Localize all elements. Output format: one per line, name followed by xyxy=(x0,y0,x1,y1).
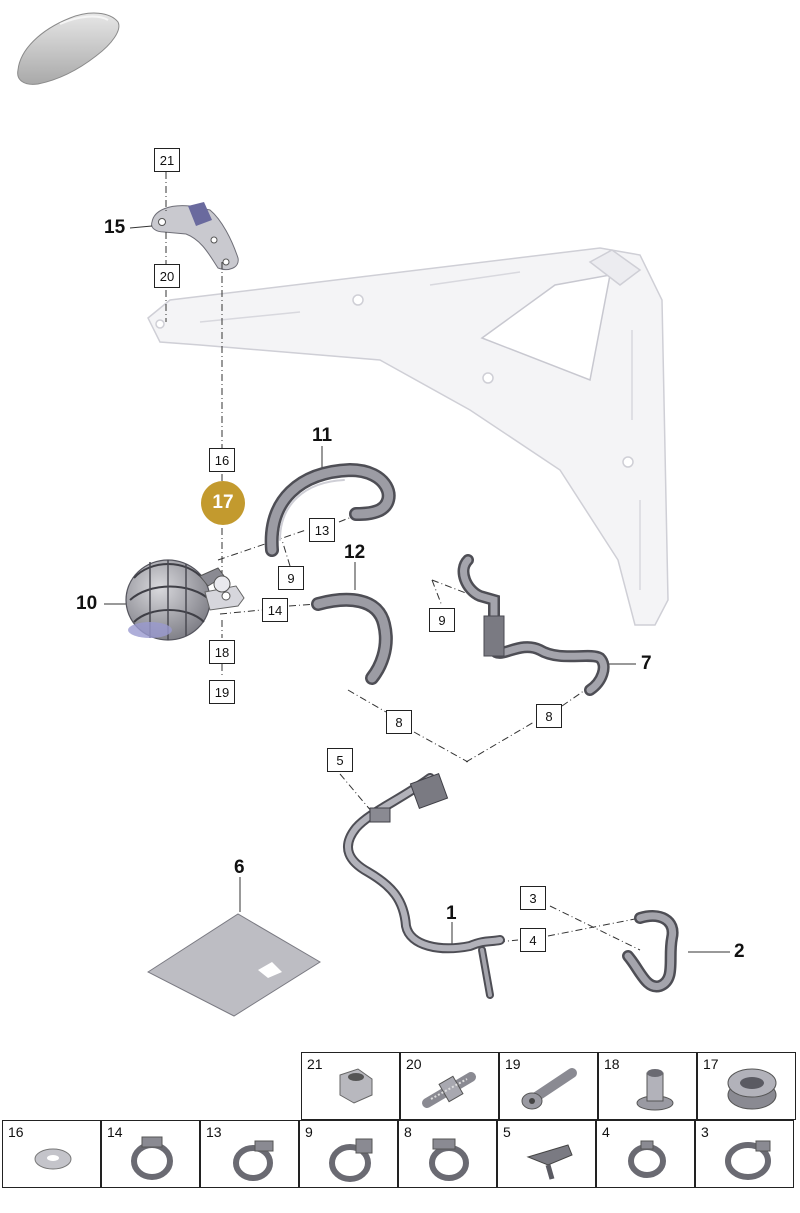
legend-cell-18[interactable]: 18 xyxy=(598,1052,697,1120)
hose-connector-icon xyxy=(526,1144,573,1180)
label-7: 7 xyxy=(641,653,652,674)
callout-9a: 9 xyxy=(278,566,304,590)
hose-11 xyxy=(264,462,396,557)
legend-number: 16 xyxy=(8,1124,24,1140)
hex-nut-icon xyxy=(339,1068,373,1104)
insulation-pad-6 xyxy=(146,913,321,1017)
label-leaders xyxy=(104,225,730,953)
legend-cell-20[interactable]: 20 xyxy=(400,1052,499,1120)
hose-2 xyxy=(622,910,679,993)
callout-16: 16 xyxy=(209,448,235,472)
label-12: 12 xyxy=(344,542,366,563)
legend-cell-14[interactable]: 14 xyxy=(101,1120,200,1188)
legend-cell-16[interactable]: 16 xyxy=(2,1120,101,1188)
legend-number: 17 xyxy=(703,1056,719,1072)
hose-clamp-icon xyxy=(725,1140,771,1180)
legend-cell-8[interactable]: 8 xyxy=(398,1120,497,1188)
label-6: 6 xyxy=(234,857,245,878)
hose-clamp-icon xyxy=(329,1138,373,1182)
label-1: 1 xyxy=(446,903,457,924)
legend-number: 5 xyxy=(503,1124,511,1140)
legend-cell-17[interactable]: 17 xyxy=(697,1052,796,1120)
legend-number: 3 xyxy=(701,1124,709,1140)
hose-clamp-icon xyxy=(233,1140,274,1181)
legend-cell-13[interactable]: 13 xyxy=(200,1120,299,1188)
label-2: 2 xyxy=(734,941,745,962)
callout-21: 21 xyxy=(154,148,180,172)
hose-clamp-icon xyxy=(131,1136,173,1180)
label-10: 10 xyxy=(76,593,98,614)
screw-icon xyxy=(521,1068,577,1110)
mounting-bracket xyxy=(147,247,669,626)
hose-7 xyxy=(457,554,610,696)
washer-icon xyxy=(34,1148,72,1170)
callout-20: 20 xyxy=(154,264,180,288)
callout-13: 13 xyxy=(309,518,335,542)
label-15: 15 xyxy=(104,217,126,238)
legend-number: 9 xyxy=(305,1124,313,1140)
callout-17-highlighted[interactable]: 17 xyxy=(201,481,245,525)
callout-14: 14 xyxy=(262,598,288,622)
legend-cell-5[interactable]: 5 xyxy=(497,1120,596,1188)
callout-4: 4 xyxy=(520,928,546,952)
legend-number: 14 xyxy=(107,1124,123,1140)
legend-number: 20 xyxy=(406,1056,422,1072)
legend-number: 8 xyxy=(404,1124,412,1140)
callout-19: 19 xyxy=(209,680,235,704)
legend-cell-4[interactable]: 4 xyxy=(596,1120,695,1188)
legend-number: 13 xyxy=(206,1124,222,1140)
legend-cell-19[interactable]: 19 xyxy=(499,1052,598,1120)
hose-clamp-icon xyxy=(429,1138,469,1181)
label-11: 11 xyxy=(312,425,333,446)
callout-5: 5 xyxy=(327,748,353,772)
grommet-icon xyxy=(727,1068,777,1110)
vehicle-silhouette-icon xyxy=(17,12,120,85)
callout-8b: 8 xyxy=(536,704,562,728)
callout-3: 3 xyxy=(520,886,546,910)
legend-cell-9[interactable]: 9 xyxy=(299,1120,398,1188)
legend-number: 21 xyxy=(307,1056,323,1072)
callout-18: 18 xyxy=(209,640,235,664)
spacer-sleeve-icon xyxy=(636,1069,674,1111)
stud-bolt-icon xyxy=(422,1072,476,1108)
hose-12 xyxy=(311,592,393,685)
callout-8a: 8 xyxy=(386,710,412,734)
grommet-marker xyxy=(213,575,231,593)
hose-1 xyxy=(343,773,505,999)
bracket-15 xyxy=(151,202,239,271)
callout-9b: 9 xyxy=(429,608,455,632)
legend-number: 19 xyxy=(505,1056,521,1072)
legend-number: 18 xyxy=(604,1056,620,1072)
legend-cell-3[interactable]: 3 xyxy=(695,1120,794,1188)
vacuum-pump-10 xyxy=(125,559,245,641)
hose-clamp-icon xyxy=(628,1140,666,1178)
legend-cell-21[interactable]: 21 xyxy=(301,1052,400,1120)
legend-number: 4 xyxy=(602,1124,610,1140)
